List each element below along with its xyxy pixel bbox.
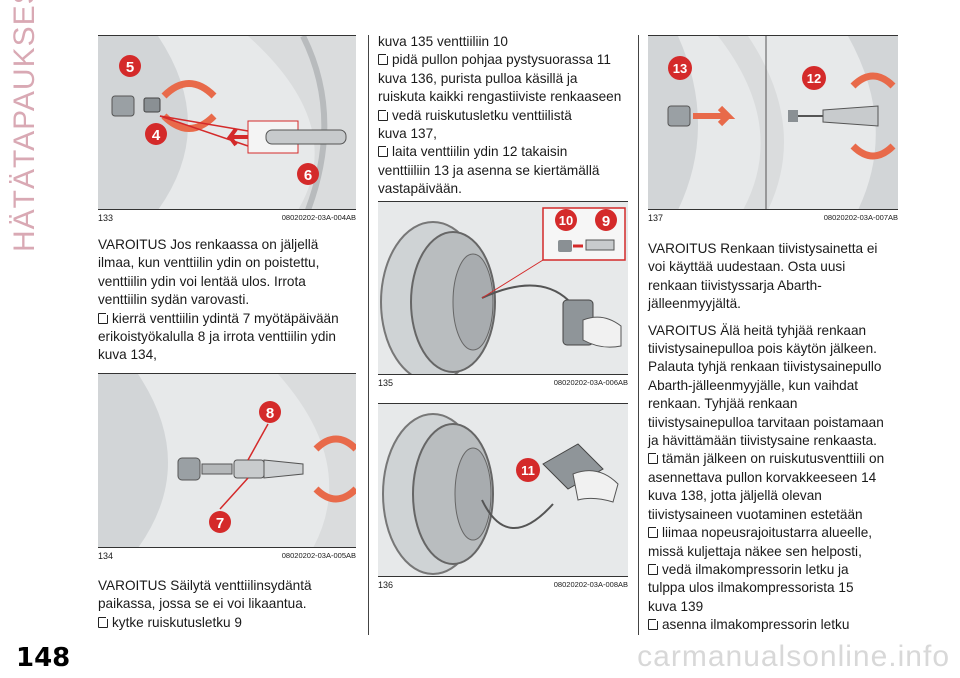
bullet-icon [648, 525, 660, 539]
callout-10-badge [555, 209, 577, 231]
tire-bottle-illustration: 10 9 [378, 202, 628, 374]
column-1-text-bottom: VAROITUS Säilytä venttiilinsydäntä paika… [98, 577, 360, 632]
bullet-icon [378, 144, 390, 158]
figure-number: 133 [98, 213, 114, 223]
callout-7-badge [209, 511, 231, 533]
bullet-icon [98, 614, 110, 628]
callout-8-badge [259, 401, 281, 423]
figure-136-image: 11 [378, 403, 628, 576]
step-connect-hose: kytke ruiskutusletku 9 [98, 614, 360, 632]
figure-number: 134 [98, 551, 114, 561]
callout-6-badge [297, 163, 319, 185]
callout-5: 5 [126, 59, 134, 76]
column-1-text-top: VAROITUS Jos renkaassa on jäljellä ilmaa… [98, 236, 360, 365]
callout-7: 7 [216, 515, 224, 532]
callout-10: 10 [559, 213, 573, 228]
figure-caption: 137 08020202-03A-007AB [648, 209, 898, 226]
figure-135: 10 9 135 08020202-03A-006AB [378, 201, 628, 391]
figure-caption: 133 08020202-03A-004AB [98, 209, 356, 226]
page-number: 148 [16, 643, 71, 673]
figure-134: 8 7 134 08020202-03A-005AB [98, 373, 356, 564]
callout-12-badge [802, 66, 826, 90]
step-remove-hose: vedä ruiskutusletku venttiilistä kuva 13… [378, 107, 572, 142]
callout-9-badge [595, 209, 617, 231]
callout-13: 13 [673, 61, 687, 76]
callout-8: 8 [266, 405, 274, 422]
column-divider [638, 35, 639, 635]
figure-134-image: 8 7 [98, 373, 356, 547]
bullet-icon [648, 617, 660, 631]
figure-number: 137 [648, 213, 664, 223]
callout-4-badge [145, 123, 167, 145]
step-squeeze-bottle: pidä pullon pohjaa pystysuorassa 11 kuva… [378, 52, 622, 105]
step-pull-hose: vedä ilmakompressorin letku ja tulppa ul… [648, 561, 854, 614]
section-title: HÄTÄTAPAUKSESSA [8, 0, 41, 252]
warning-store-core: VAROITUS Säilytä venttiilinsydäntä paika… [98, 578, 312, 612]
figure-136: 11 136 08020202-03A-008AB [378, 403, 628, 593]
warning-return-bottle: VAROITUS Älä heitä tyhjää renkaan tiivis… [648, 322, 884, 449]
figure-number: 136 [378, 580, 394, 590]
figure-137: 13 12 137 08020202-03A-007AB [648, 35, 898, 226]
step-speed-sticker: liimaa nopeusrajoitustarra alueelle, mis… [648, 525, 873, 559]
callout-11: 11 [521, 463, 535, 478]
step-install-hose: asenna ilmakompressorin letku [648, 616, 906, 634]
step-attach-valve: tämän jälkeen on ruiskutusventtiili on a… [648, 451, 885, 522]
column-divider [368, 35, 369, 635]
bullet-icon [648, 451, 660, 465]
warning-no-reuse: VAROITUS Renkaan tiivistysainetta ei voi… [648, 241, 878, 312]
figure-caption: 135 08020202-03A-006AB [378, 374, 628, 391]
figure-caption: 136 08020202-03A-008AB [378, 576, 628, 593]
valve-illustration: 5 4 6 [98, 36, 356, 209]
callout-6: 6 [304, 167, 312, 184]
figure-code: 08020202-03A-005AB [281, 551, 356, 560]
bullet-icon [378, 52, 390, 66]
warning-valve-core: VAROITUS Jos renkaassa on jäljellä ilmaa… [98, 237, 320, 308]
column-2-text: kuva 135 venttiiliin 10 pidä pullon pohj… [378, 33, 638, 199]
step-remove-valve-core: kierrä venttiilin ydintä 7 myötäpäivään … [98, 310, 339, 363]
figure-137-image: 13 12 [648, 35, 898, 209]
valve-reinstall-illustration: 13 12 [648, 36, 898, 209]
callout-9: 9 [602, 213, 610, 230]
figure-caption: 134 08020202-03A-005AB [98, 547, 356, 564]
figure-135-image: 10 9 [378, 201, 628, 374]
watermark: carmanualsonline.info [637, 640, 950, 673]
figure-133-image: 5 4 6 [98, 35, 356, 209]
figure-code: 08020202-03A-004AB [281, 213, 356, 222]
callout-13-badge [668, 56, 692, 80]
figure-code: 08020202-03A-006AB [553, 378, 628, 387]
bullet-icon [378, 107, 390, 121]
callout-12: 12 [807, 71, 821, 86]
step-reinstall-core: laita venttiilin ydin 12 takaisin ventti… [378, 144, 600, 197]
bullet-icon [98, 310, 110, 324]
figure-code: 08020202-03A-008AB [553, 580, 628, 589]
callout-4: 4 [152, 127, 161, 144]
callout-11-badge [516, 458, 540, 482]
callout-5-badge [119, 55, 141, 77]
valve-tool-illustration: 8 7 [98, 374, 356, 547]
figure-133: 5 4 6 133 08020202-03A-004AB [98, 35, 356, 226]
tire-bottle-squeeze-illustration: 11 [378, 404, 628, 576]
bullet-icon [648, 561, 660, 575]
figure-code: 08020202-03A-007AB [823, 213, 898, 222]
figure-number: 135 [378, 378, 394, 388]
column-3-text: VAROITUS Renkaan tiivistysainetta ei voi… [648, 240, 906, 635]
